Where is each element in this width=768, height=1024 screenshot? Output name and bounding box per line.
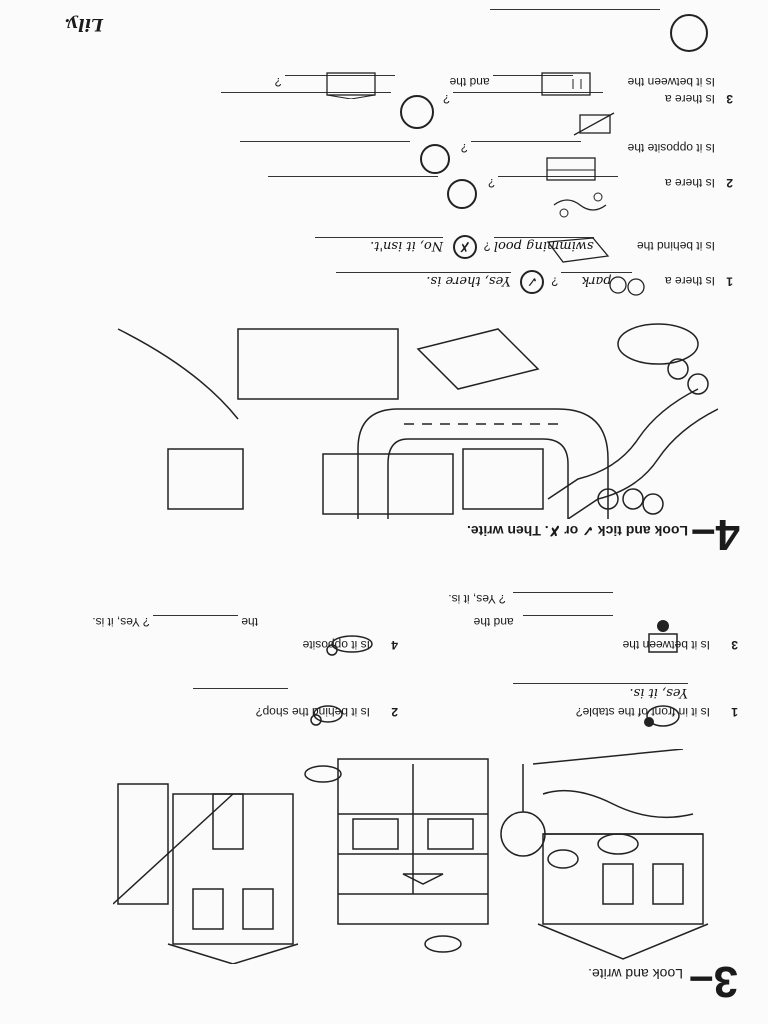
- cat-icon: [310, 705, 343, 726]
- shop-building: [337, 758, 489, 925]
- cow-icon: [648, 620, 678, 653]
- swimming-pool-icon: [546, 237, 610, 263]
- pig-icon: [644, 705, 680, 727]
- ex4-q1-answer: Yes, there is.: [336, 272, 511, 289]
- river: [567, 408, 718, 519]
- ex4-q3: 3 Is there a ?: [220, 92, 733, 129]
- ex4-map-illustration: [117, 323, 718, 519]
- ex4-q1-tick-circle[interactable]: ✓: [520, 270, 545, 294]
- ex3-q3-blank-2[interactable]: [513, 592, 613, 605]
- ex4-q2-part2-answer-line[interactable]: [240, 141, 411, 154]
- exercise-3-heading: Look and write.: [588, 966, 683, 982]
- ex4-q2-part2: Is it opposite the ?: [240, 141, 733, 174]
- ex4-q2-circle[interactable]: [446, 179, 477, 209]
- dog-icon: [326, 635, 373, 656]
- ex3-q3-line2: and the: [474, 615, 613, 629]
- ex4-q3-part2-circle[interactable]: [670, 14, 708, 52]
- ex4-q3-part2-answer-line[interactable]: [489, 9, 660, 22]
- house-building: [172, 793, 294, 945]
- map-building-2: [322, 453, 454, 515]
- ex3-q4-blank[interactable]: [152, 615, 238, 628]
- map-building-3: [237, 328, 399, 400]
- map-building-4: [167, 448, 244, 510]
- park-icon: [609, 276, 645, 296]
- playground-icon: [573, 112, 615, 136]
- ex3-town-illustration: [113, 749, 709, 964]
- teacher-handwriting: Lily.: [64, 14, 103, 34]
- ex4-q1-part2: Is it behind the swimming pool ? ✗ No, i…: [315, 235, 733, 259]
- river-icon: [553, 192, 607, 218]
- ex3-q4-line2: the ? Yes, it is.: [92, 615, 258, 629]
- building-icon: [546, 157, 596, 181]
- ex4-q3-circle[interactable]: [399, 95, 434, 129]
- ex4-q2: 2 Is there a ?: [267, 176, 733, 209]
- ex3-q2-answer-line[interactable]: [193, 688, 288, 689]
- ex4-q3-answer-row: [489, 9, 708, 52]
- exercise-4-heading: Look and tick ✓ or ✗. Then write.: [466, 523, 688, 539]
- ex3-q3-line3: ? Yes, it is.: [448, 592, 613, 606]
- hospital-icon: [541, 72, 591, 96]
- ex3-q1-answer: Yes, it is.: [629, 685, 688, 700]
- ex4-q2-blank-2[interactable]: [470, 141, 581, 154]
- ex3-q3-blank-1[interactable]: [523, 615, 613, 628]
- ex4-q2-answer-line[interactable]: [267, 176, 438, 189]
- pond: [617, 323, 699, 365]
- school-icon: [326, 72, 376, 99]
- swimming-pool: [416, 328, 540, 390]
- ex4-q1: 1 Is there a park ? ✓ Yes, there is.: [336, 270, 733, 294]
- ex4-q1-cross-circle[interactable]: ✗: [452, 235, 477, 259]
- ex4-q2-part2-circle[interactable]: [419, 144, 450, 174]
- ex4-q1-part2-answer: No, it isn't.: [315, 237, 444, 254]
- stable-building: [542, 833, 704, 925]
- map-building-1: [462, 448, 544, 510]
